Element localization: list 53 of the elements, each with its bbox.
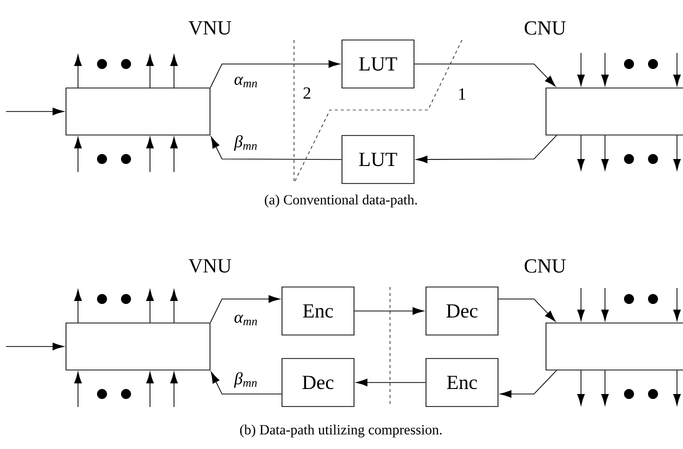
arrow <box>6 108 64 116</box>
arrow <box>74 290 82 323</box>
arrow <box>170 54 178 88</box>
arrow <box>498 298 556 322</box>
edge-label: α$_{mn}$ <box>234 76 257 88</box>
arrow <box>210 60 340 88</box>
arrow <box>601 288 609 321</box>
arrow <box>416 135 557 164</box>
arrow <box>601 370 609 406</box>
arrow <box>170 290 178 323</box>
arrow <box>74 54 82 88</box>
edge-label: β$_{mn}$ <box>234 135 257 151</box>
arrow <box>577 135 585 170</box>
arrow <box>74 372 82 408</box>
cut-number: 1 <box>459 88 466 100</box>
arrow <box>356 378 426 386</box>
arrow <box>210 372 282 394</box>
arrow <box>577 288 585 321</box>
arrow <box>673 288 681 321</box>
arrow <box>601 52 609 86</box>
edge-label: α$_{mn}$ <box>234 314 257 326</box>
unit-heading: CNU <box>524 21 566 35</box>
arrow <box>577 370 585 406</box>
arrow <box>673 52 681 86</box>
decoder-box: Dec <box>426 286 498 336</box>
arrow <box>6 342 64 350</box>
lut-box: LUT <box>342 40 414 88</box>
arrow <box>170 136 178 172</box>
arrow <box>210 295 280 323</box>
caption: (b) Data-path utilizing compression. <box>240 424 442 438</box>
arrow <box>146 54 154 88</box>
unit-heading: VNU <box>188 259 232 273</box>
unit-heading: CNU <box>524 259 566 273</box>
arrow <box>673 370 681 406</box>
edge-label: β$_{mn}$ <box>234 372 257 388</box>
arrow <box>577 52 585 86</box>
arrow <box>414 64 556 87</box>
arrow <box>146 136 154 172</box>
encoder-box: Enc <box>426 358 498 407</box>
arrow <box>170 372 178 408</box>
encoder-box: Enc <box>282 286 354 336</box>
unit-heading: VNU <box>188 21 232 35</box>
arrow <box>146 290 154 323</box>
arrow <box>210 136 342 160</box>
arrow <box>673 135 681 170</box>
cut-number: 2 <box>304 87 310 99</box>
arrow <box>601 135 609 170</box>
arrow <box>74 136 82 172</box>
arrow <box>146 372 154 408</box>
lut-box: LUT <box>342 135 414 184</box>
arrow <box>500 370 557 398</box>
arrow <box>354 307 424 315</box>
decoder-box: Dec <box>282 358 354 407</box>
